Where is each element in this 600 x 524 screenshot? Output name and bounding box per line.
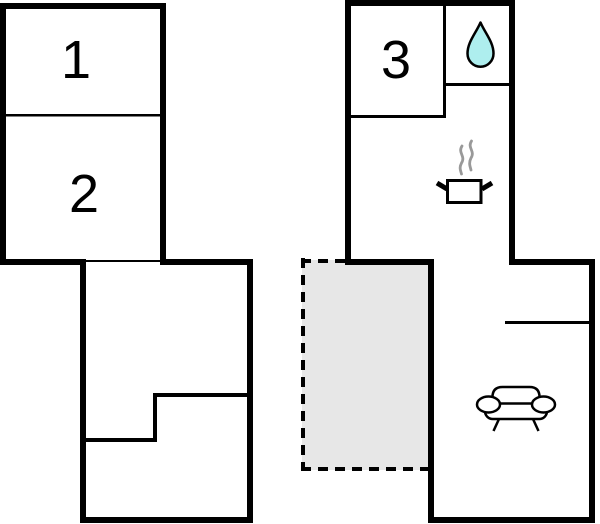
wall-top — [345, 0, 515, 6]
stair-step-lower-line — [86, 438, 157, 442]
room-2-label: 2 — [69, 164, 99, 224]
water-drop-shape — [466, 21, 495, 69]
building-right-lower — [428, 259, 595, 523]
wall-right — [247, 259, 253, 523]
wall-top — [0, 3, 166, 9]
wall-left — [345, 0, 351, 265]
pot-body — [446, 179, 483, 204]
room-1-label: 1 — [61, 30, 91, 90]
building-left-lower — [80, 259, 253, 523]
steam-wave-left — [458, 144, 465, 176]
building-right-upper — [345, 0, 515, 265]
divider-room3-bathroom — [443, 6, 446, 118]
wall-bottom-left — [0, 259, 86, 265]
steam-icon — [458, 139, 474, 176]
stair-step-upper-line — [153, 393, 247, 397]
building-left-upper — [0, 3, 166, 265]
wall-right — [160, 3, 166, 265]
wall-top — [160, 259, 253, 265]
wall-left — [80, 261, 86, 523]
cooking-pot-icon — [435, 179, 494, 204]
room-3-label: 3 — [381, 30, 411, 90]
water-drop-icon — [466, 21, 495, 69]
wall-right — [589, 259, 595, 523]
sofa-armrest-left — [475, 395, 502, 414]
pot-handle-right — [480, 180, 494, 192]
wall-left — [0, 3, 6, 265]
wall-bottom — [80, 517, 253, 523]
sofa-leg-right — [531, 418, 540, 432]
wall-top-right — [509, 259, 595, 265]
pot-handle-left — [435, 180, 449, 192]
wall-kitchen-bottom — [345, 259, 434, 265]
sofa-icon — [475, 385, 557, 432]
opening-room2-stair-room — [86, 260, 162, 262]
terrace — [301, 258, 431, 471]
interior-wall-stub — [505, 321, 589, 324]
divider-room3-bottom — [351, 115, 446, 118]
wall-bottom — [428, 517, 595, 523]
divider-bathroom-bottom — [443, 83, 509, 86]
sofa-armrest-right — [530, 395, 557, 414]
wall-left — [428, 259, 434, 523]
steam-wave-right — [468, 139, 474, 172]
wall-right — [509, 0, 515, 265]
sofa-leg-left — [492, 418, 501, 432]
terrace-area — [302, 260, 430, 470]
divider-room1-room2 — [6, 114, 160, 117]
stair-step-riser-line — [153, 393, 157, 442]
